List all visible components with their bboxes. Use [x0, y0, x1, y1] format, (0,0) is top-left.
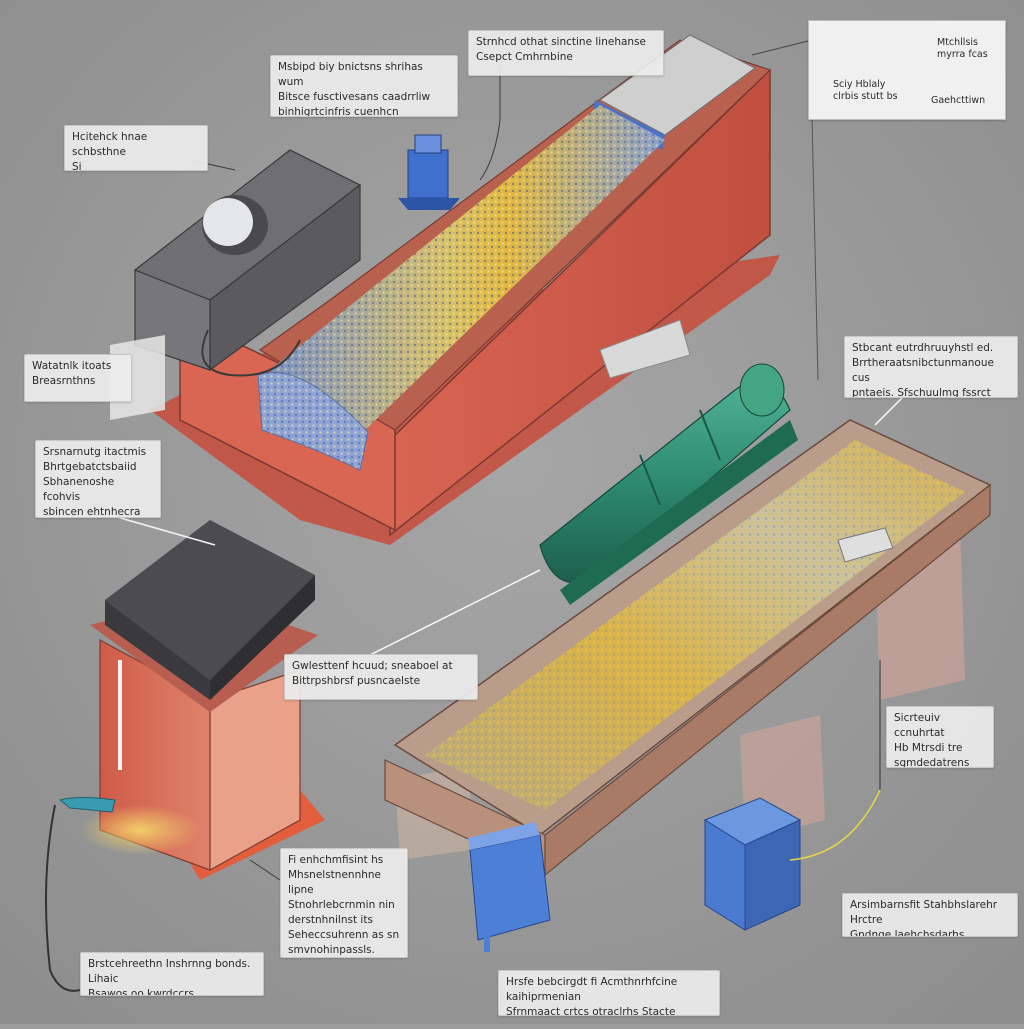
- inset-label-bottom-left: Sciy Hblaly clrbis stutt bs: [833, 79, 898, 102]
- grain-tray-machine: [384, 363, 992, 952]
- pump-icon: [703, 797, 802, 931]
- inset-label-bottom-right: Gaehcttiwn: [931, 95, 986, 106]
- callout-top-left-upper: Msbipd biy bnictsns shrihas wum Bitsce f…: [270, 55, 458, 117]
- inset-panel: Mtchllsis myrra fcas Sciy Hblaly clrbis …: [808, 20, 1006, 120]
- callout-left-lower: Srsnarnutg itactmis Bhrtgebatctsbaiid Sb…: [35, 440, 161, 518]
- callout-top-left: Hcitehck hnae schbsthne Si screnunitrayr…: [64, 125, 208, 171]
- pump-icon: [468, 822, 551, 952]
- main-conveyor-machine: [110, 34, 780, 545]
- motor-icon: [398, 134, 460, 210]
- callout-left-mid: Watatnlk itoats Breasrnthns: [24, 354, 132, 402]
- callout-bottom-center-left: Fi enhchmfisint hs Mhsnelstnennhne lipne…: [280, 848, 408, 958]
- callout-bottom-right: Arsimbarnsfit Stahbhslarehr Hrctre Gndng…: [842, 893, 1018, 937]
- callout-top-center: Strnhcd othat sinctine linehanse Csepct …: [468, 30, 664, 76]
- callout-right-mid: Sicrteuiv ccnuhrtat Hb Mtrsdi tre sgmded…: [886, 706, 994, 768]
- drying-tower: [45, 520, 325, 992]
- callout-bottom-center: Hrsfe bebcirgdt fi Acmthnrhfcine kaihipr…: [498, 970, 720, 1016]
- callout-center: Gwlesttenf hcuud; sneaboel at Bittrpshbr…: [284, 654, 478, 700]
- callout-right-upper: Stbcant eutrdhruuyhstl ed. Brrtheraatsni…: [844, 336, 1018, 398]
- inset-label-top-right: Mtchllsis myrra fcas: [937, 37, 988, 60]
- nozzle-icon: [58, 797, 116, 813]
- green-roller: [539, 363, 798, 605]
- callout-bottom-left: Brstcehreethn Inshrnng bonds. Lihaic Bsa…: [80, 952, 264, 996]
